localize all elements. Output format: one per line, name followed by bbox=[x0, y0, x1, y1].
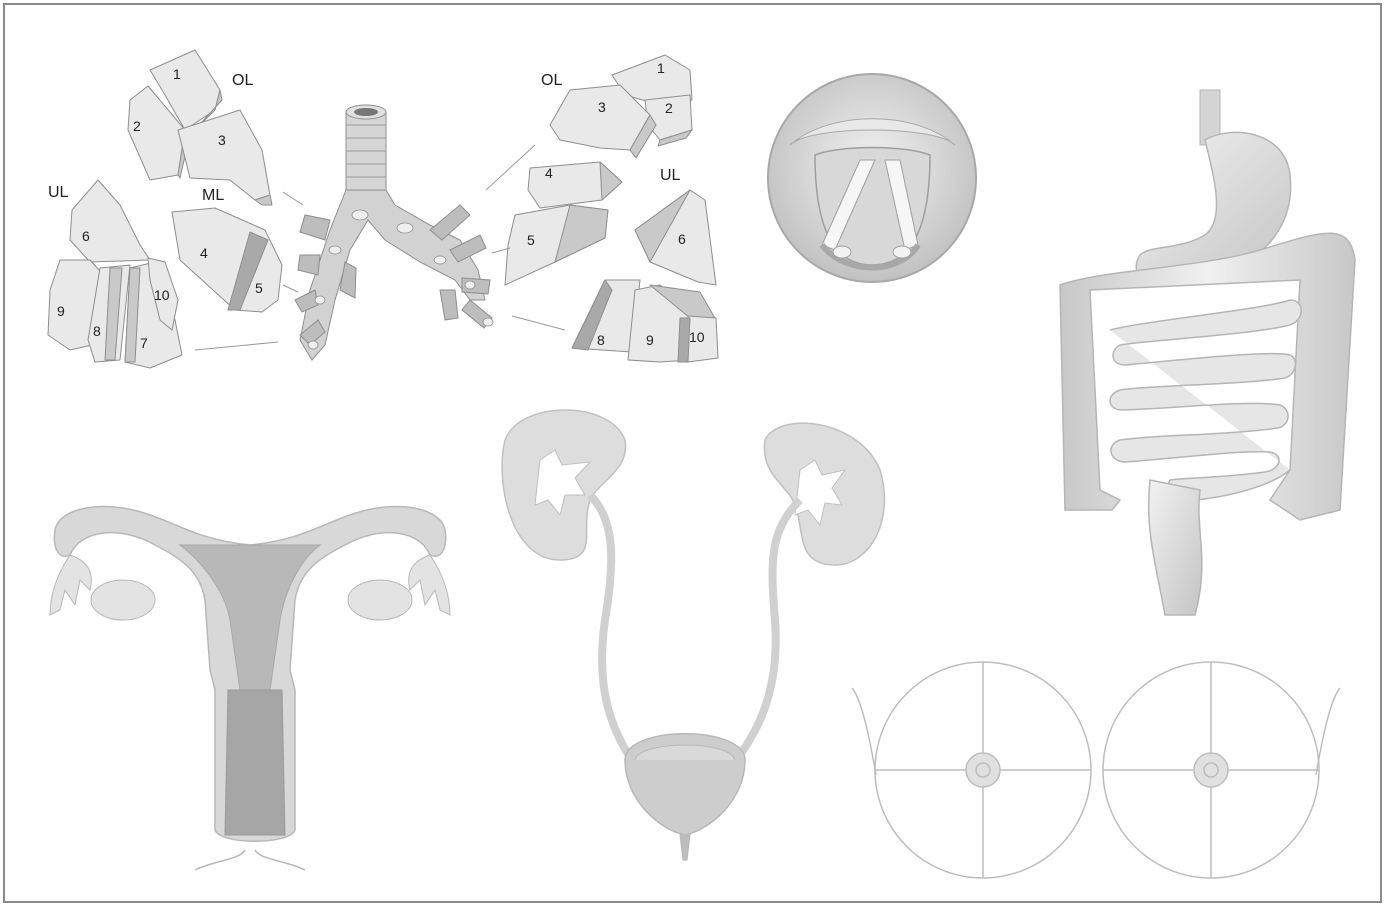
right-middle-lobe bbox=[505, 162, 622, 285]
right-segment-3-label: 3 bbox=[598, 99, 606, 115]
right-segment-1-label: 1 bbox=[657, 60, 665, 76]
left-lung-segments: 1 2 3 OL ML 4 5 UL 6 9 8 7 10 bbox=[48, 50, 303, 368]
segment-4-label: 4 bbox=[200, 245, 208, 261]
bronchial-tree bbox=[295, 105, 493, 360]
segment-1-label: 1 bbox=[173, 66, 181, 82]
right-segment-10-label: 10 bbox=[689, 329, 705, 345]
segment-3-label: 3 bbox=[218, 132, 226, 148]
urinary-tract bbox=[502, 410, 884, 860]
gastrointestinal-tract bbox=[1060, 90, 1355, 615]
breasts bbox=[852, 662, 1340, 878]
left-upper-lobe-label: OL bbox=[232, 72, 253, 89]
right-upper-lobe-label: OL bbox=[541, 72, 562, 89]
pointer-line bbox=[512, 316, 565, 330]
pointer-line bbox=[195, 342, 278, 350]
left-lower-lobe bbox=[48, 180, 182, 368]
right-segment-6-label: 6 bbox=[678, 231, 686, 247]
right-lower-lobe-label: UL bbox=[660, 167, 681, 184]
right-segment-8-label: 8 bbox=[597, 332, 605, 348]
right-segment-5-label: 5 bbox=[527, 232, 535, 248]
pointer-line bbox=[486, 145, 535, 190]
segment-2-label: 2 bbox=[133, 118, 141, 134]
right-segment-9-label: 9 bbox=[646, 332, 654, 348]
right-segment-2-label: 2 bbox=[665, 100, 673, 116]
segment-9-label: 9 bbox=[57, 303, 65, 319]
left-middle-lobe bbox=[172, 208, 282, 312]
segment-5-label: 5 bbox=[255, 280, 263, 296]
pointer-line bbox=[283, 285, 298, 292]
segment-7-label: 7 bbox=[140, 335, 148, 351]
segment-6-label: 6 bbox=[82, 228, 90, 244]
right-lung-segments: OL 1 3 2 4 5 UL 6 8 9 10 bbox=[486, 55, 718, 362]
segment-10-label: 10 bbox=[154, 287, 170, 303]
left-lower-lobe-label: UL bbox=[48, 184, 69, 201]
larynx bbox=[768, 74, 976, 282]
uterus bbox=[50, 507, 450, 870]
segment-8-label: 8 bbox=[93, 323, 101, 339]
left-middle-lobe-label: ML bbox=[202, 187, 224, 204]
right-segment-4-label: 4 bbox=[545, 165, 553, 181]
pointer-line bbox=[283, 192, 303, 205]
